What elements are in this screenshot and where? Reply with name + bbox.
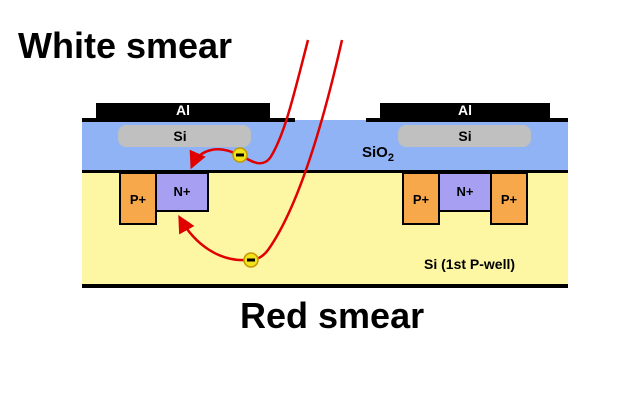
substrate-baseline — [82, 284, 568, 288]
left-gate-poly — [118, 125, 251, 147]
electron-icon — [232, 147, 248, 163]
left-gate-label: Si — [173, 128, 186, 144]
left-n-plus-region — [155, 172, 209, 212]
right-n-plus-label: N+ — [457, 184, 474, 199]
white-smear-title: White smear — [18, 25, 232, 66]
left-p-plus-label: P+ — [130, 192, 147, 207]
oxide-label: SiO2 — [362, 144, 394, 164]
left-metal-cap — [82, 103, 295, 122]
right-gate-poly — [398, 125, 531, 147]
light-ray-white-smear — [239, 39, 310, 165]
right-n-plus-region — [438, 172, 492, 212]
left-metal-label: Al — [176, 102, 190, 118]
right-p-plus-region-2 — [490, 172, 528, 225]
oxide-label-base: SiO — [362, 144, 388, 161]
oxide-label-subscript: 2 — [388, 152, 394, 164]
well-label: Si (1st P-well) — [424, 256, 515, 272]
right-p-plus-label-1: P+ — [413, 192, 430, 207]
right-gate-label: Si — [458, 128, 471, 144]
red-smear-title: Red smear — [240, 295, 424, 336]
electron-icon — [243, 252, 259, 268]
interface-line — [82, 170, 568, 173]
right-p-plus-label-2: P+ — [501, 192, 518, 207]
left-n-plus-label: N+ — [174, 184, 191, 199]
right-metal-cap — [366, 103, 568, 122]
electron-path-red — [178, 214, 249, 262]
right-metal-label: Al — [458, 102, 472, 118]
